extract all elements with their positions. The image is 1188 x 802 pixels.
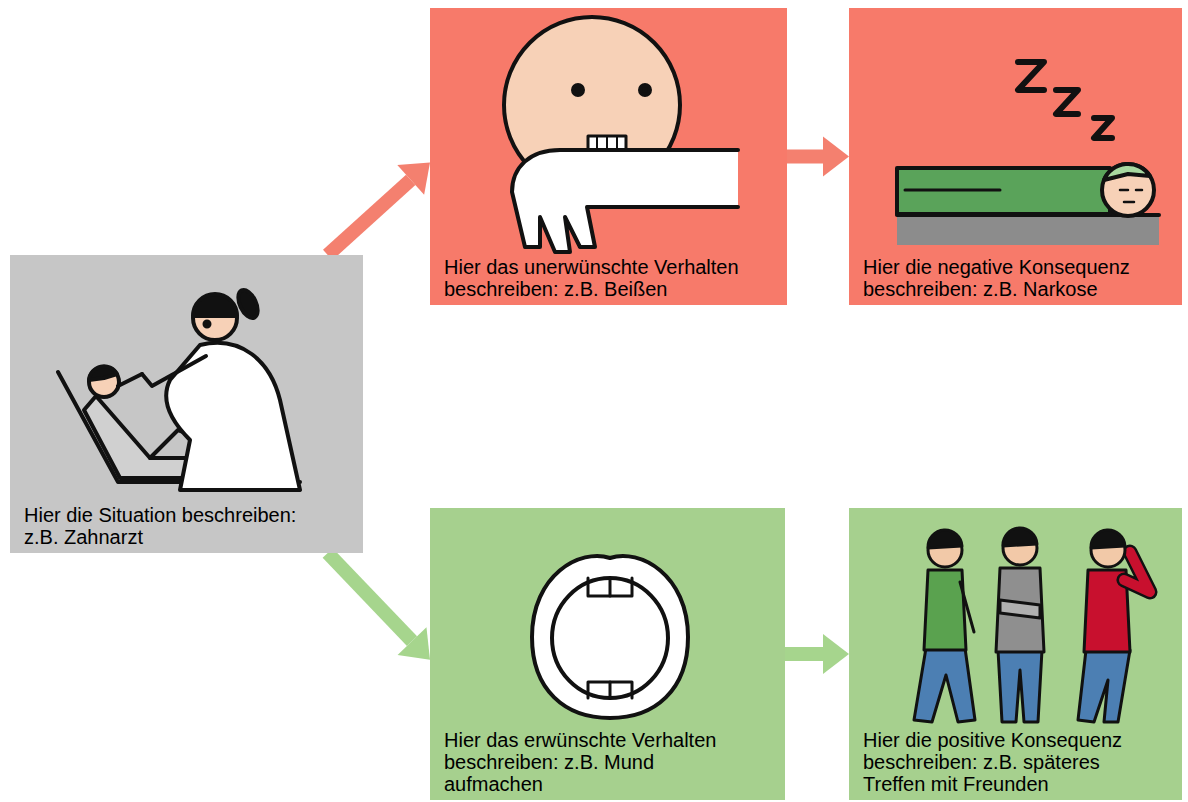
dentist-illustration xyxy=(58,287,300,490)
arrow-head xyxy=(823,634,849,674)
text-block: Hier die positive Konsequenz beschreiben… xyxy=(863,729,1158,795)
open-mouth-illustration xyxy=(532,556,688,718)
arrow-connector xyxy=(328,553,430,660)
box-text: Hier die negative Konsequenz beschreiben… xyxy=(863,256,1168,300)
arrow-head xyxy=(823,137,849,177)
text-block: Hier das unerwünschte Verhalten beschrei… xyxy=(444,256,779,300)
arrow-connector xyxy=(787,137,849,177)
arrow-head xyxy=(398,627,430,660)
wanted-behaviour-box: Hier das erwünschte Verhalten beschreibe… xyxy=(430,508,785,800)
arrow-shaft xyxy=(785,647,823,661)
arrow-shaft xyxy=(328,553,412,641)
box-text: Hier die positive Konsequenz beschreiben… xyxy=(863,729,1158,795)
positive-consequence-box: Hier die positive Konsequenz beschreiben… xyxy=(849,508,1182,800)
arrow-shaft xyxy=(328,180,411,255)
situation-box: Hier die Situation beschreiben: z.B. Zah… xyxy=(10,255,363,553)
arrow-connector xyxy=(328,162,430,255)
text-block: Hier das erwünschte Verhalten beschreibe… xyxy=(444,729,744,795)
text-block: Hier die negative Konsequenz beschreiben… xyxy=(863,256,1168,300)
arrow-shaft xyxy=(787,150,823,164)
negative-consequence-box: Hier die negative Konsequenz beschreiben… xyxy=(849,8,1182,305)
box-text: Hier die Situation beschreiben: z.B. Zah… xyxy=(24,504,324,548)
arrow-connector xyxy=(785,634,849,674)
arrow-head xyxy=(397,162,430,194)
text-block: Hier die Situation beschreiben: z.B. Zah… xyxy=(24,504,324,548)
sleeping-illustration xyxy=(897,62,1159,245)
box-text: Hier das unerwünschte Verhalten beschrei… xyxy=(444,256,779,300)
friends-illustration xyxy=(914,528,1150,722)
box-text: Hier das erwünschte Verhalten beschreibe… xyxy=(444,729,744,795)
biting-illustration xyxy=(504,17,738,252)
unwanted-behaviour-box: Hier das unerwünschte Verhalten beschrei… xyxy=(430,8,787,305)
